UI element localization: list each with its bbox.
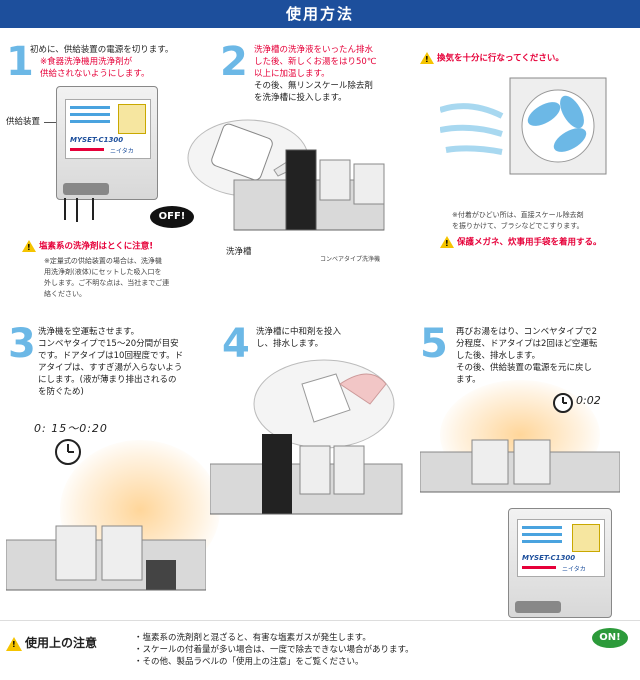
machine-door xyxy=(101,525,143,581)
panel-red-bar xyxy=(522,566,556,569)
footer-note: ・スケールの付着量が多い場合は、一度で除去できない場合があります。 xyxy=(134,645,414,655)
panel-line xyxy=(70,113,110,116)
airflow xyxy=(440,124,503,137)
warning-icon: ! xyxy=(22,240,36,252)
device-connector xyxy=(515,601,561,613)
neutralizer-illustration xyxy=(210,359,403,515)
warning-icon: ! xyxy=(420,52,434,64)
panel-red-bar xyxy=(70,148,104,151)
wash-tank xyxy=(262,434,292,514)
panel-line xyxy=(70,120,110,123)
machine-door xyxy=(319,159,351,201)
footer-note: ・その他、製品ラベルの「使用上の注意」をご覧ください。 xyxy=(134,657,364,667)
step3-number: 3 xyxy=(8,321,36,367)
device-panel: MYSET-C1300 ニイタカ xyxy=(65,99,151,159)
step1-text: 初めに、供給装置の電源を切ります。 xyxy=(30,45,174,55)
supply-device: MYSET-C1300 ニイタカ xyxy=(56,86,158,200)
page-title: 使用方法 xyxy=(285,5,354,23)
warning-icon: ! xyxy=(6,636,22,651)
footer-title-text: 使用上の注意 xyxy=(25,636,98,650)
step3-timer: 0: 15～0:20 xyxy=(34,422,108,435)
ventilation-fan-illustration xyxy=(440,77,607,175)
page-header: 使用方法 xyxy=(0,0,640,28)
step2-red-text: 洗浄槽の洗浄液をいったん排水 した後、新しくお湯をはり50℃ 以上に加温します。 xyxy=(254,45,377,79)
step5-text: 再びお湯をはり、コンベヤタイプで2 分程度、ドアタイプは2回ほど空運転 した後、… xyxy=(456,327,598,385)
device-brand-text: ニイタカ xyxy=(110,148,134,155)
supply-device-label: 供給装置 xyxy=(6,117,41,127)
step5-timer: 0:02 xyxy=(576,394,601,407)
machine-door xyxy=(353,163,385,205)
conveyor-machine-illustration xyxy=(420,439,620,493)
hose xyxy=(76,198,78,222)
machine-door xyxy=(55,525,97,581)
step5-number: 5 xyxy=(420,321,448,367)
hose xyxy=(64,198,66,220)
panel-line xyxy=(70,106,110,109)
clock-icon xyxy=(55,439,81,465)
label-leader-line xyxy=(44,122,58,123)
protection-caution: !保護メガネ、炊事用手袋を着用する。 xyxy=(440,236,640,249)
machine-door xyxy=(299,445,331,495)
step2-text: その後、無リンスケール除去剤 を洗浄槽に投入します。 xyxy=(254,81,373,103)
ventilation-note: ※付着がひどい所は、直接スケール除去剤 を振りかけて、ブラシなどでこすります。 xyxy=(452,211,584,230)
step1-caution-text: 塩素系の洗浄剤はとくに注意! xyxy=(39,241,154,252)
warning-label xyxy=(572,524,600,552)
conveyor-machine-illustration xyxy=(187,119,385,231)
warning-icon: ! xyxy=(440,236,454,248)
wash-tank-label: 洗浄槽 xyxy=(226,247,252,257)
fan-blade xyxy=(527,102,561,126)
footer-divider xyxy=(0,620,640,621)
step1-note: ※定量式の供給装置の場合は、洗浄機 用洗浄剤(液体)にセットした吸入口を 外しま… xyxy=(44,257,170,298)
airflow xyxy=(445,145,503,155)
conveyor-machine-label: コンベアタイプ洗浄機 xyxy=(320,256,381,263)
step1-number: 1 xyxy=(6,39,34,85)
protection-caution-text: 保護メガネ、炊事用手袋を着用する。 xyxy=(457,237,602,248)
panel-line xyxy=(522,533,562,536)
ventilation-caution: !換気を十分に行なってください。 xyxy=(420,52,630,65)
hose xyxy=(92,198,94,220)
panel-line xyxy=(522,526,562,529)
device-panel: MYSET-C1300 ニイタカ xyxy=(517,519,605,577)
device-connector xyxy=(63,183,109,195)
step1-red-text: ※食器洗浄機用洗浄剤が 供給されないようにします。 xyxy=(40,57,150,79)
machine-door xyxy=(513,439,551,485)
machine-door xyxy=(333,445,365,495)
footer-note: ・塩素系の洗剤剤と混ざると、有害な塩素ガスが発生します。 xyxy=(134,633,371,643)
footer-caution-title: !使用上の注意 xyxy=(6,634,97,651)
on-badge: ON! xyxy=(592,628,628,648)
panel-line xyxy=(522,540,562,543)
fan-blade xyxy=(553,128,587,152)
step3-text: 洗浄機を空運転させます。 コンベヤタイプで15～20分間が目安 です。ドアタイプ… xyxy=(38,327,184,397)
step1-caution: !塩素系の洗浄剤はとくに注意! xyxy=(22,240,212,253)
wash-tank xyxy=(285,149,317,231)
off-badge: OFF! xyxy=(150,206,194,228)
clock-icon xyxy=(553,393,573,413)
machine-vent xyxy=(146,560,176,590)
conveyor-machine-illustration xyxy=(6,525,206,591)
step4-text: 洗浄槽に中和剤を投入 し、排水します。 xyxy=(256,327,342,349)
device-model-text: MYSET-C1300 xyxy=(70,136,124,144)
footer-notes: ・塩素系の洗剤剤と混ざると、有害な塩素ガスが発生します。 ・スケールの付着量が多… xyxy=(134,632,504,668)
warning-label xyxy=(118,104,146,134)
airflow xyxy=(440,103,504,119)
ventilation-caution-text: 換気を十分に行なってください。 xyxy=(437,53,564,64)
supply-device: MYSET-C1300 ニイタカ xyxy=(508,508,612,618)
fan-blade xyxy=(560,95,584,129)
step2-number: 2 xyxy=(220,39,248,85)
gloved-hand xyxy=(339,373,387,405)
step4-number: 4 xyxy=(222,321,250,367)
detergent-bottle xyxy=(211,123,273,181)
machine-door xyxy=(471,439,509,485)
device-brand-text: ニイタカ xyxy=(562,566,586,573)
neutralizer-bag xyxy=(301,373,351,423)
device-model-text: MYSET-C1300 xyxy=(522,554,576,562)
